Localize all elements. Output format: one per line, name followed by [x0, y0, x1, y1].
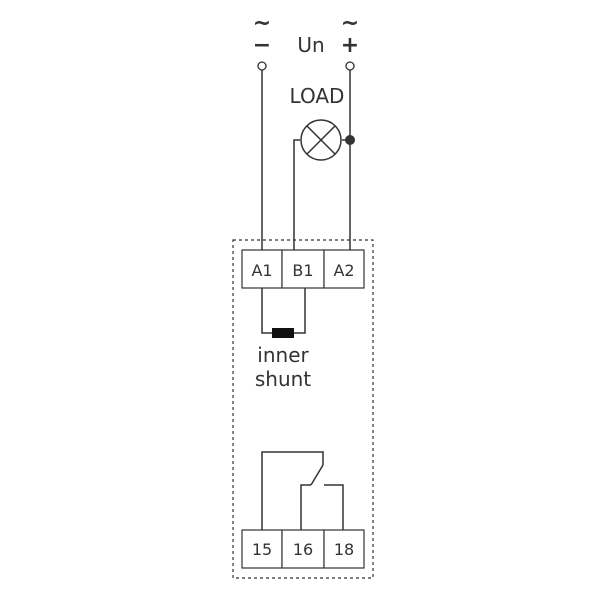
terminal-box-18 [323, 529, 365, 569]
supply-terminal-plus [345, 61, 355, 71]
terminal-box-a2 [323, 249, 365, 289]
device-outline [232, 239, 374, 579]
terminal-box-16 [281, 529, 325, 569]
supply-terminal-minus [257, 61, 267, 71]
lamp-load-icon [300, 119, 342, 161]
terminal-label-a1: A1 [251, 261, 272, 280]
supply-left-ac-symbol: ~ [253, 11, 271, 36]
load-label: LOAD [290, 84, 345, 108]
terminal-block-top: A1 B1 A2 [241, 249, 365, 289]
supply-voltage-label: Un [297, 33, 324, 57]
terminal-label-b1: B1 [292, 261, 313, 280]
shunt-label-line1: inner [257, 343, 309, 367]
terminal-label-16: 16 [293, 540, 313, 559]
wire-lamp-to-b1 [293, 139, 300, 258]
relay-contact-icon [261, 451, 344, 530]
terminal-label-a2: A2 [333, 261, 354, 280]
supply-left-symbols: ~ − [253, 11, 271, 58]
shunt-resistor-icon [272, 328, 294, 338]
shunt-label-line2: shunt [255, 367, 311, 391]
shunt-wire [261, 288, 306, 334]
supply-right-plus-symbol: + [341, 33, 359, 58]
supply-left-minus-symbol: − [253, 33, 271, 58]
terminal-block-bottom: 15 16 18 [241, 529, 365, 569]
supply-right-ac-symbol: ~ [341, 11, 359, 36]
terminal-label-18: 18 [334, 540, 354, 559]
terminal-label-15: 15 [252, 540, 272, 559]
junction-dot [345, 135, 355, 145]
supply-right-symbols: ~ + [341, 11, 359, 58]
